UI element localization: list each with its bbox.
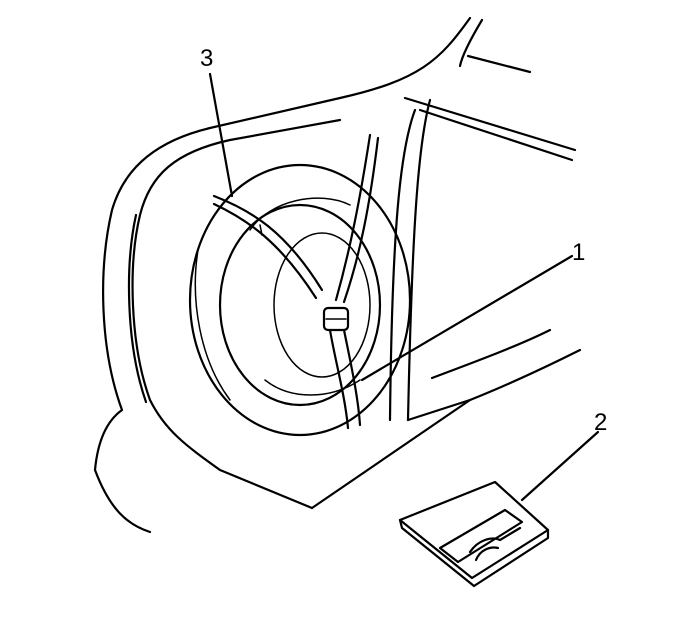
callout-1: 1	[572, 239, 585, 266]
callout-leaders	[208, 72, 600, 502]
leader-2	[520, 430, 600, 502]
leader-3	[208, 72, 234, 198]
callout-2: 2	[594, 409, 607, 436]
callout-3: 3	[200, 45, 213, 72]
leader-1	[360, 254, 574, 382]
callout-labels: 3 1 2	[200, 45, 607, 436]
retaining-strap	[212, 133, 380, 430]
spare-tire	[188, 163, 412, 437]
trunk-body-outline	[93, 16, 582, 534]
stowage-bag	[398, 480, 550, 588]
